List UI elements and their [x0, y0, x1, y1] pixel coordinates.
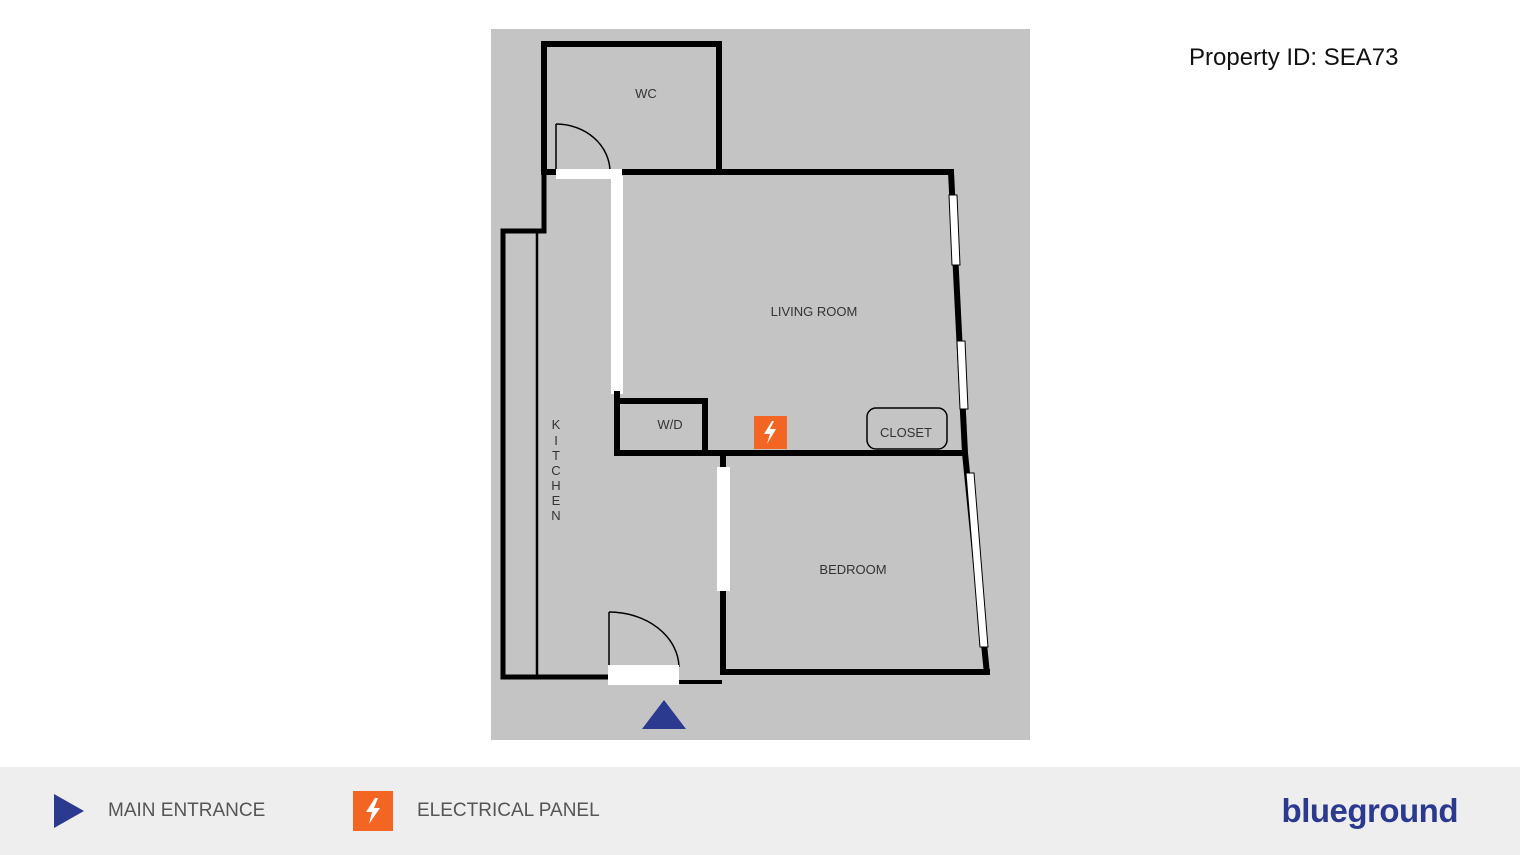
lightning-bolt-icon: [353, 791, 393, 831]
legend-bar: MAIN ENTRANCE ELECTRICAL PANEL bluegroun…: [0, 767, 1520, 855]
wc-door-opening: [556, 169, 622, 179]
floor-plan-drawing: WC LIVING ROOM W/D CLOSET BEDROOM K I T …: [491, 29, 1030, 740]
legend-electrical-panel: ELECTRICAL PANEL: [353, 767, 600, 855]
main-entrance-door: [608, 611, 680, 685]
kitchen-letter: N: [551, 508, 560, 523]
legend-main-entrance: MAIN ENTRANCE: [54, 767, 265, 855]
kitchen-letter: T: [552, 448, 560, 463]
closet-outline: [866, 407, 948, 450]
room-label-living-room: LIVING ROOM: [771, 304, 858, 319]
kitchen-letter: K: [552, 417, 561, 432]
wd-walls: [614, 391, 708, 456]
brand-logo: blueground: [1281, 792, 1459, 829]
property-id: Property ID: SEA73: [1189, 44, 1399, 71]
windows: [948, 194, 989, 648]
room-label-wc: WC: [635, 86, 657, 101]
room-label-bedroom: BEDROOM: [819, 562, 886, 577]
kitchen-letter: H: [551, 478, 560, 493]
kitchen-living-partition: [611, 176, 623, 394]
room-label-closet: CLOSET: [880, 425, 932, 440]
floor-plan: WC LIVING ROOM W/D CLOSET BEDROOM K I T …: [491, 29, 1030, 740]
room-label-washer-dryer: W/D: [657, 417, 682, 432]
plan-background: [491, 29, 1030, 740]
wc-walls: [541, 41, 722, 175]
electrical-panel-marker: [754, 416, 787, 449]
kitchen-letter: I: [554, 433, 558, 448]
bedroom-walls: [720, 450, 990, 675]
bedroom-door-opening: [717, 467, 730, 591]
kitchen-letter: C: [551, 463, 560, 478]
kitchen-walls: [500, 169, 722, 684]
wc-door: [555, 123, 611, 172]
triangle-up-icon: [642, 700, 686, 729]
legend-electrical-panel-label: ELECTRICAL PANEL: [417, 800, 600, 821]
triangle-right-icon: [54, 794, 84, 828]
kitchen-letter: E: [552, 493, 561, 508]
room-label-kitchen: K I T C H E N: [551, 417, 560, 523]
legend-main-entrance-label: MAIN ENTRANCE: [108, 800, 266, 821]
